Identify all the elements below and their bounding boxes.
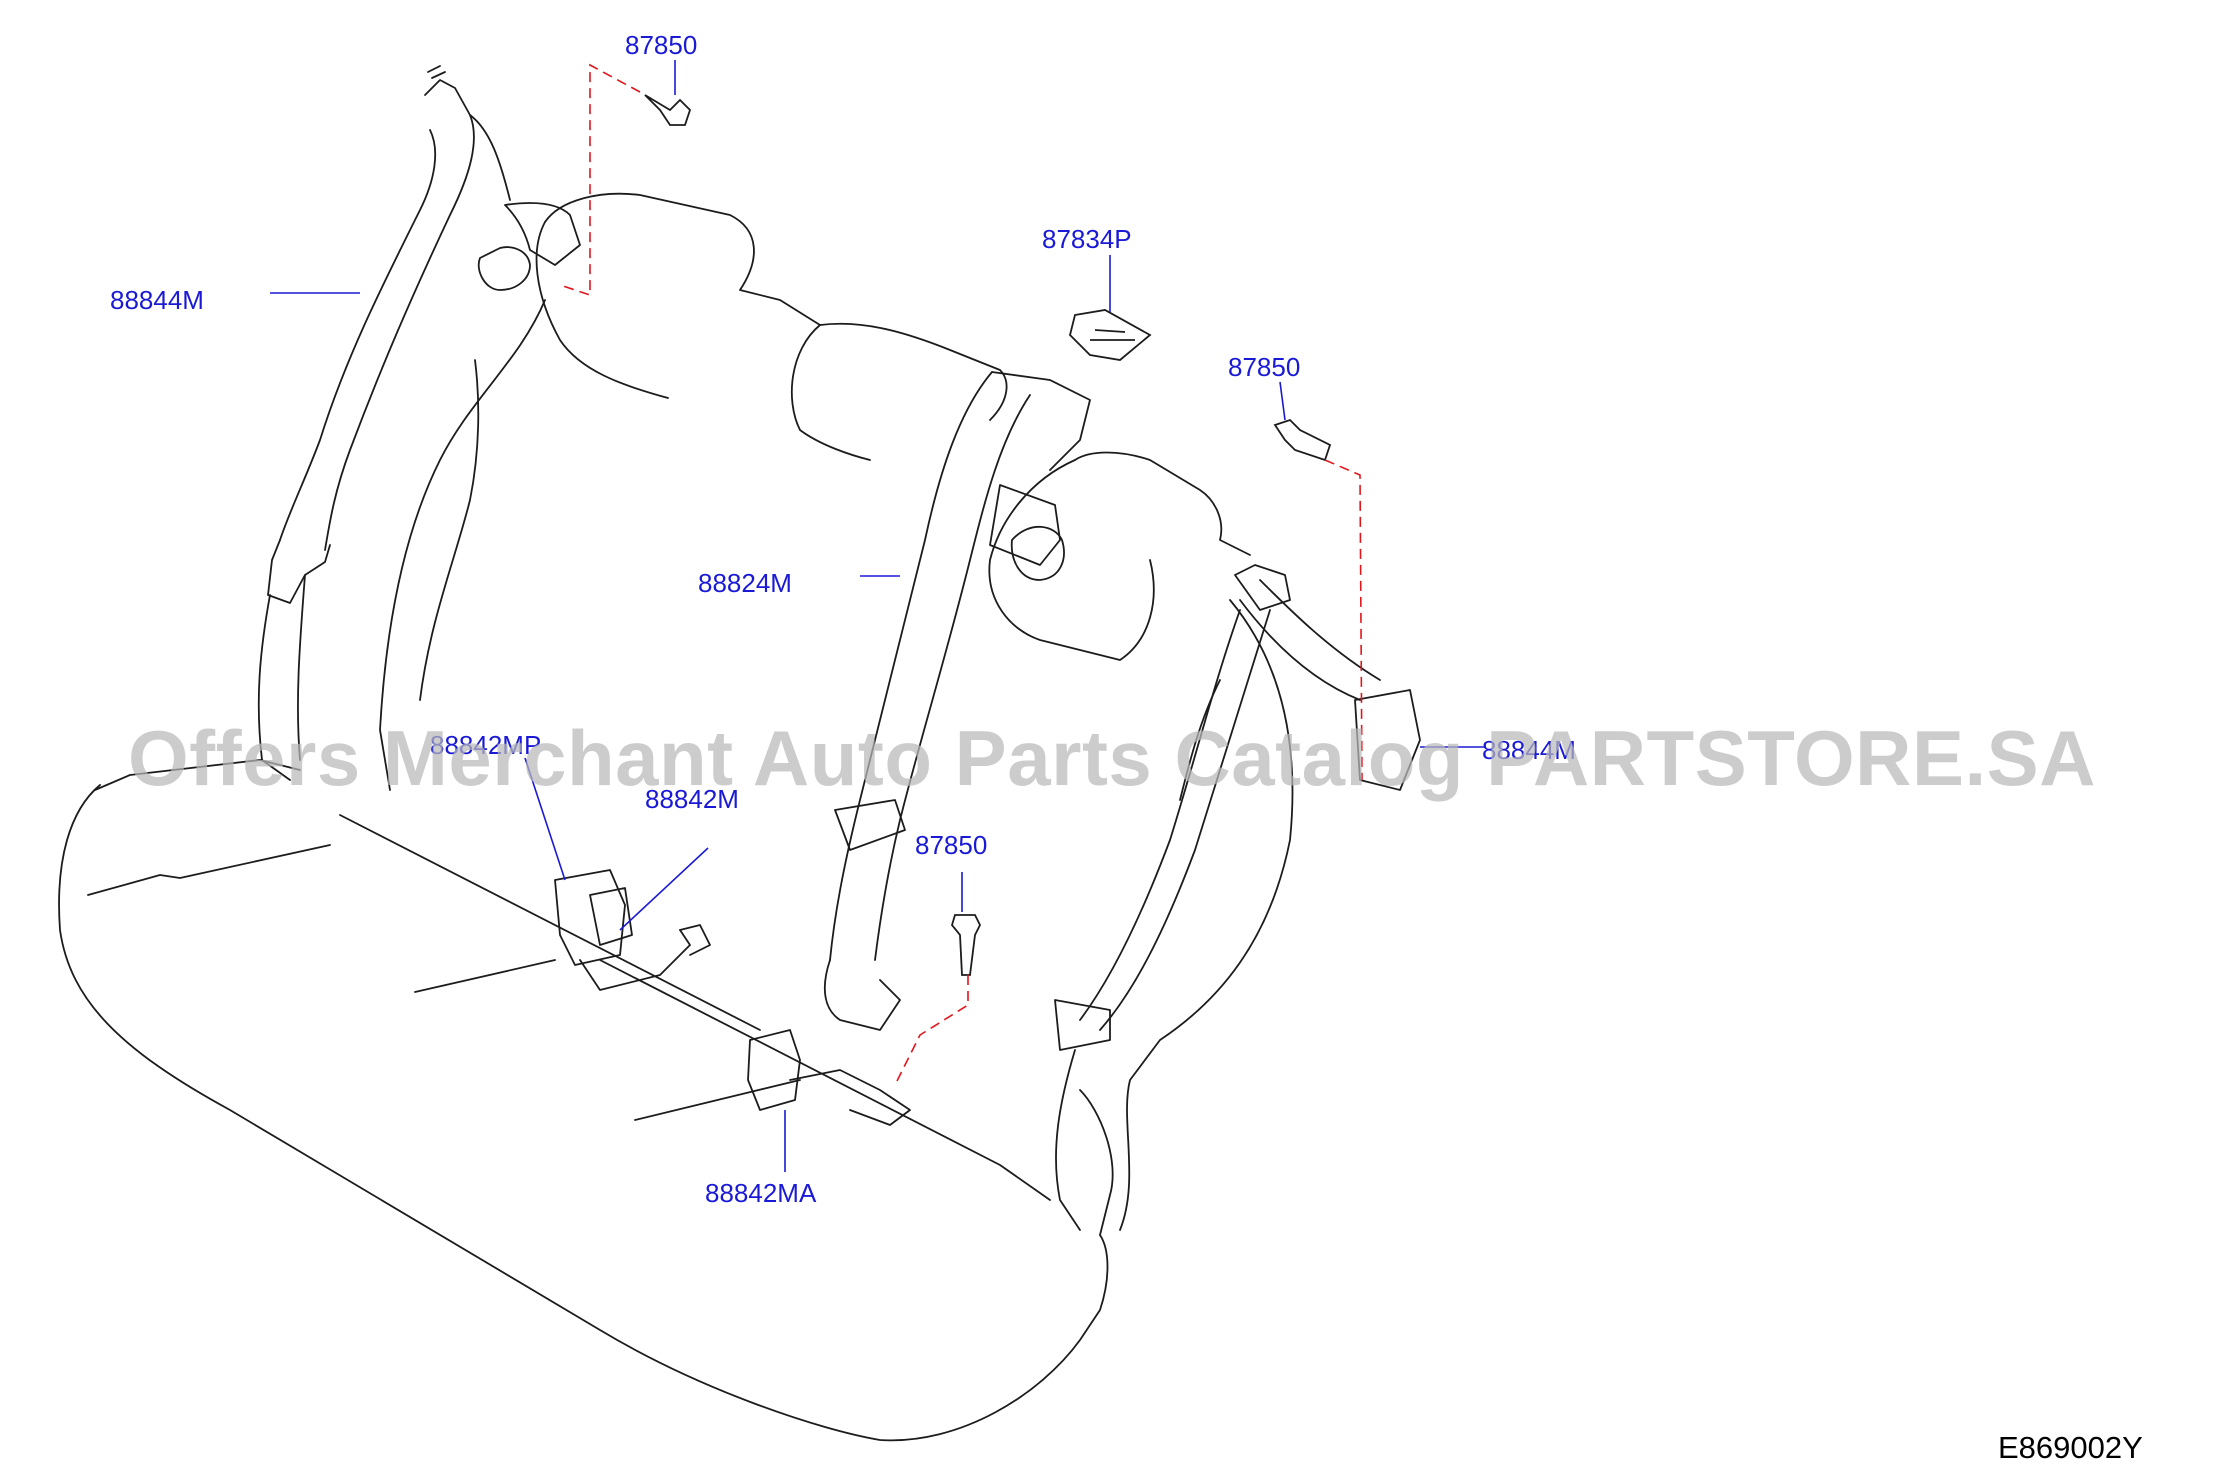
buckle-left-body: [554, 869, 626, 966]
left-retractor-spool: [477, 246, 531, 291]
left-seatback-outline: [544, 192, 821, 326]
right-seatback-side: [1119, 599, 1294, 1231]
callout-88842MP[interactable]: 88842MP: [430, 730, 542, 760]
right-belt-tongue: [1054, 999, 1111, 1051]
bolt-top-shape: [644, 94, 692, 126]
center-belt-webbing-a: [829, 371, 993, 961]
buckle-left-plate: [679, 924, 711, 956]
leader-bolt-right: [1279, 381, 1286, 421]
center-belt-guide-top: [991, 371, 1091, 471]
left-belt-top-bolt: [427, 65, 446, 79]
leader-buckle-center: [619, 847, 709, 931]
callout-88844M-left[interactable]: 88844M: [110, 285, 204, 315]
callout-87850-center[interactable]: 87850: [915, 830, 988, 860]
seat-cushion-outline: [58, 784, 1109, 1442]
buckle-right-body: [747, 1029, 801, 1111]
left-belt-webbing-a: [279, 129, 437, 541]
left-belt-webbing-b: [324, 114, 475, 551]
buckle-left-bracket: [579, 929, 691, 991]
center-headrest-outline: [819, 322, 1008, 421]
figure-code: E869002Y: [1998, 1430, 2143, 1465]
seat-cushion-right-side: [1079, 1089, 1114, 1236]
seat-cushion-rear-line: [339, 814, 761, 1031]
center-headrest-left: [790, 324, 871, 461]
center-belt-tongue: [834, 799, 906, 851]
seat-cushion-seam: [87, 844, 331, 896]
seat-cushion-front-edge: [94, 759, 301, 791]
callout-88844M-right[interactable]: 88844M: [1482, 735, 1576, 765]
center-belt-lower: [823, 959, 901, 1031]
center-belt-webbing-b: [874, 394, 1031, 961]
right-belt-top-anchor: [1234, 564, 1291, 611]
right-belt-upper-b: [1259, 579, 1381, 681]
bolt-center-shape: [951, 914, 982, 976]
left-belt-lower-b: [297, 574, 306, 761]
left-belt-lower-a: [257, 594, 291, 781]
right-retractor: [1354, 689, 1421, 791]
dash-line-right: [1324, 459, 1363, 781]
right-belt-lower: [1055, 1049, 1081, 1231]
leader-buckle-left: [524, 757, 566, 881]
center-belt-spool: [1010, 525, 1065, 581]
escutcheon-slot: [1090, 329, 1135, 341]
watermark-text: Offers Merchant Auto Parts Catalog PARTS…: [128, 714, 2097, 802]
seat-cushion-seam-3: [634, 1079, 801, 1121]
right-belt-webbing-b: [1099, 609, 1271, 1031]
seat-cushion-seam-2: [414, 959, 556, 993]
callout-87834P[interactable]: 87834P: [1042, 224, 1132, 254]
left-belt-retractor-outer: [469, 114, 511, 201]
left-seatback-contour: [419, 359, 480, 701]
callout-88824M[interactable]: 88824M: [698, 568, 792, 598]
callout-88842M[interactable]: 88842M: [645, 784, 739, 814]
right-belt-webbing-a: [1079, 609, 1241, 1021]
left-belt-guide: [267, 539, 331, 604]
callout-87850-top[interactable]: 87850: [625, 30, 698, 60]
bolt-right-shape: [1273, 418, 1332, 462]
right-seatback-headrest: [988, 459, 1155, 661]
dash-line-top: [559, 63, 641, 297]
right-belt-upper-a: [1239, 599, 1361, 701]
seat-cushion-rear-line-2: [599, 959, 1051, 1201]
buckle-right-bracket: [789, 1069, 911, 1126]
dash-line-center: [894, 975, 969, 1086]
left-belt-top-anchor: [424, 79, 471, 116]
escutcheon-shape: [1069, 309, 1152, 361]
right-seatback-outline: [1074, 451, 1251, 556]
callout-87850-right[interactable]: 87850: [1228, 352, 1301, 382]
left-seatback-inner: [535, 221, 669, 399]
left-seatback-side: [379, 299, 546, 791]
center-belt-retractor: [989, 484, 1061, 566]
callout-88842MA[interactable]: 88842MA: [705, 1178, 817, 1208]
left-retractor-body: [504, 202, 581, 266]
buckle-left-body-2: [589, 887, 633, 946]
